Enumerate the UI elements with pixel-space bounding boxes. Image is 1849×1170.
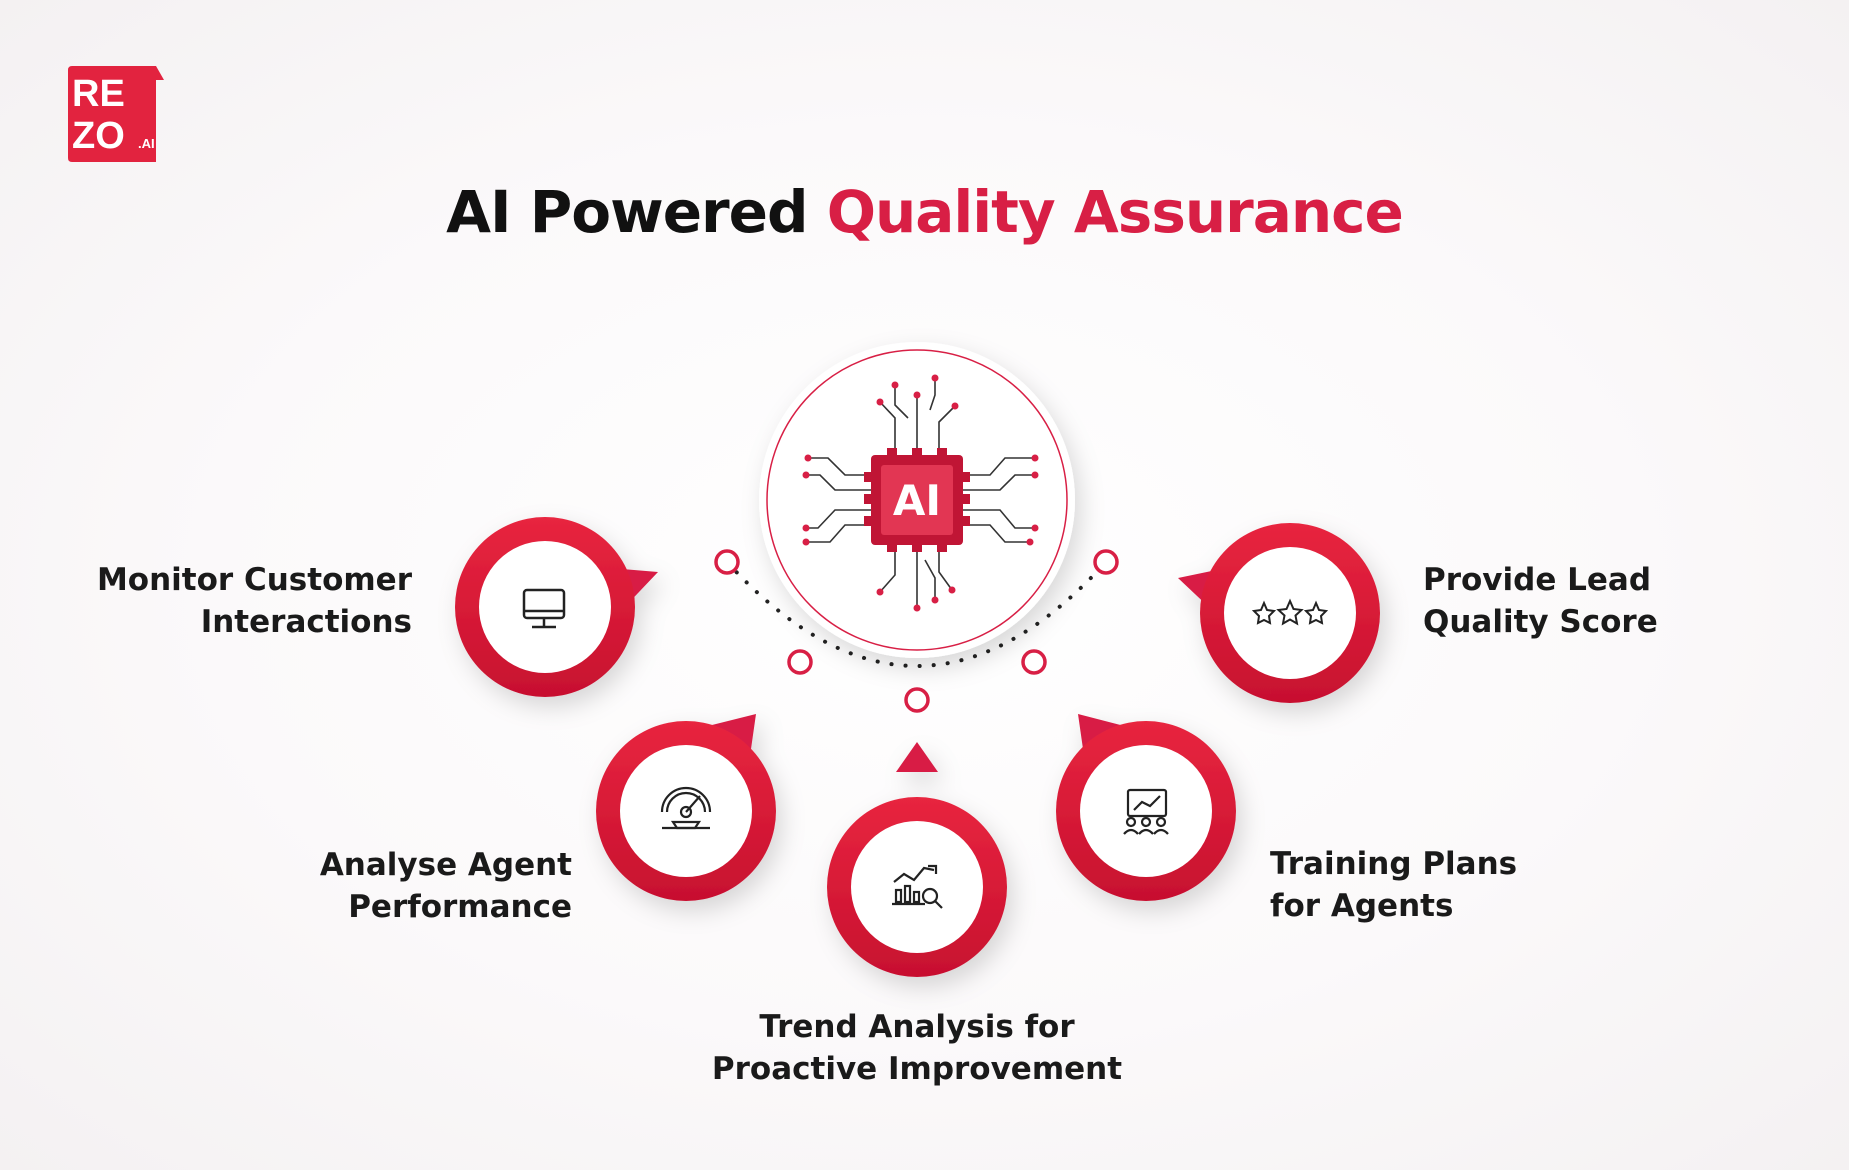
arc-node-1 bbox=[716, 551, 738, 573]
arc-node-2 bbox=[789, 651, 811, 673]
label-trend-line1: Trend Analysis for bbox=[612, 1006, 1222, 1048]
label-trend-line2: Proactive Improvement bbox=[612, 1048, 1222, 1090]
label-monitor: Monitor Customer Interactions bbox=[97, 559, 412, 643]
label-training-line2: for Agents bbox=[1270, 885, 1517, 927]
node-trend bbox=[827, 742, 1007, 977]
ai-chip-label: AI bbox=[893, 476, 941, 525]
label-analyse: Analyse Agent Performance bbox=[320, 844, 572, 928]
node-training bbox=[1056, 714, 1236, 901]
label-monitor-line2: Interactions bbox=[97, 601, 412, 643]
label-training: Training Plans for Agents bbox=[1270, 843, 1517, 927]
arc-node-4 bbox=[1023, 651, 1045, 673]
label-trend: Trend Analysis for Proactive Improvement bbox=[612, 1006, 1222, 1090]
label-lead-line1: Provide Lead bbox=[1423, 559, 1658, 601]
arc-node-3 bbox=[906, 689, 928, 711]
label-analyse-line1: Analyse Agent bbox=[320, 844, 572, 886]
label-lead-line2: Quality Score bbox=[1423, 601, 1658, 643]
label-monitor-line1: Monitor Customer bbox=[97, 559, 412, 601]
center-hub: AI bbox=[759, 342, 1075, 658]
node-monitor bbox=[455, 517, 658, 697]
label-training-line1: Training Plans bbox=[1270, 843, 1517, 885]
label-analyse-line2: Performance bbox=[320, 886, 572, 928]
label-lead-quality: Provide Lead Quality Score bbox=[1423, 559, 1658, 643]
node-lead-quality bbox=[1178, 523, 1380, 703]
arc-node-5 bbox=[1095, 551, 1117, 573]
